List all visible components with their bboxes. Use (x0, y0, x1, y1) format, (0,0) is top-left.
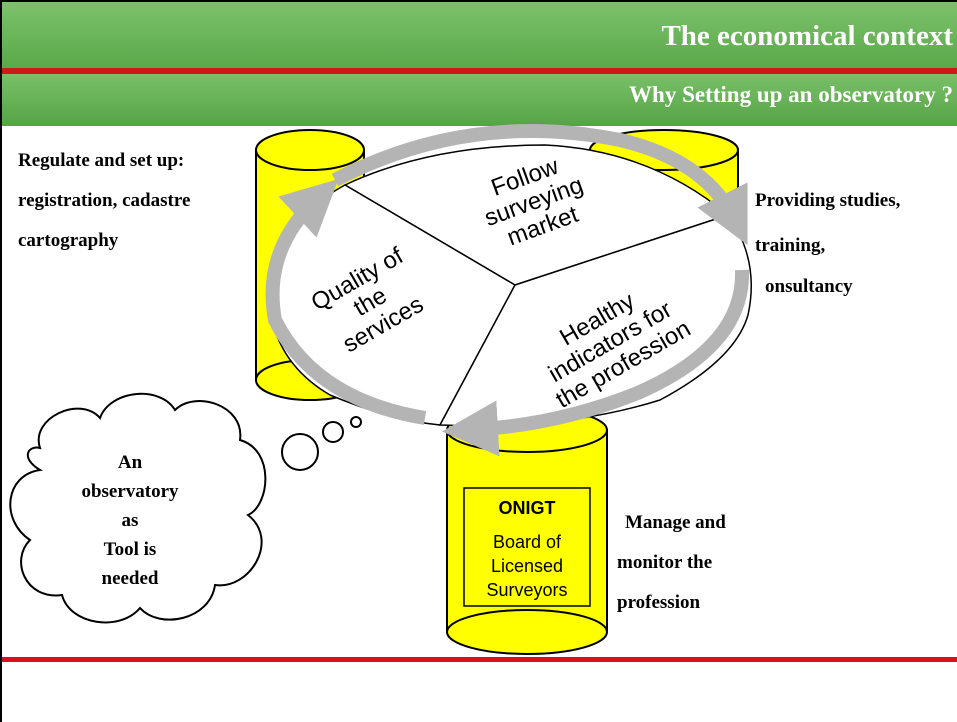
right-text-line1: Providing studies, (755, 190, 901, 211)
cloud-line-5: needed (102, 568, 159, 589)
right-text-line3: onsultancy (765, 276, 853, 297)
bottom-right-text-line3: profession (617, 592, 701, 613)
cloud-line-3: as (122, 510, 139, 531)
cycle-arrows (265, 124, 750, 457)
slide-subtitle: Why Setting up an observatory ? (629, 82, 953, 107)
right-text-line2: training, (755, 235, 826, 256)
header-rule (2, 68, 957, 74)
subheader-band (2, 74, 957, 126)
cylinder-bottom: ONIGT Board of Licensed Surveyors (446, 407, 608, 655)
bottom-right-text-line1: Manage and (625, 512, 726, 533)
bottom-right-text-line2: monitor the (617, 552, 713, 573)
cloud-line-1: An (118, 452, 143, 473)
left-text-line2: registration, cadastre (18, 190, 191, 211)
header-band (2, 2, 957, 68)
cylinder-bottom-line1: Board of (493, 532, 562, 552)
left-text-line1: Regulate and set up: (18, 150, 185, 171)
cloud-line-2: observatory (81, 481, 179, 502)
slide-title: The economical context (661, 20, 953, 52)
footer-rule (2, 657, 957, 662)
cylinder-bottom-line2: Licensed (491, 556, 563, 576)
segment-top-label: Follow surveying market (481, 153, 587, 252)
thought-cloud: An observatory as Tool is needed (9, 392, 267, 624)
cylinder-bottom-line3: Surveyors (486, 580, 567, 600)
thought-bubbles (281, 416, 362, 471)
cloud-line-4: Tool is (104, 539, 157, 560)
left-text-line3: cartography (18, 230, 119, 251)
cylinder-bottom-title: ONIGT (499, 498, 556, 518)
